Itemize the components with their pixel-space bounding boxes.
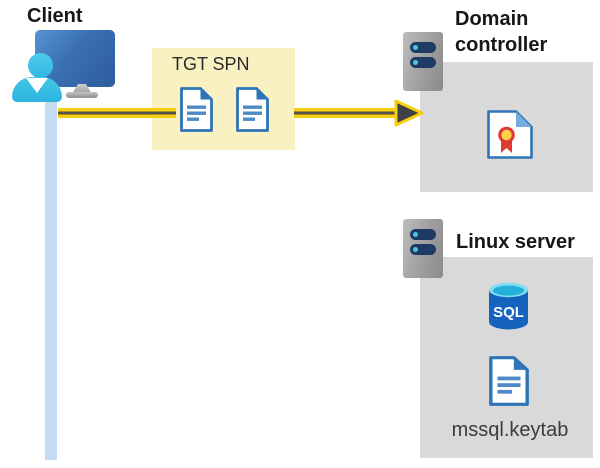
domain-controller-title: Domain controller (455, 8, 548, 56)
monitor-stand (72, 84, 92, 94)
certificate-icon (487, 110, 533, 159)
linux-server-title: Linux server (456, 231, 575, 253)
spn-document-icon (236, 87, 269, 132)
token-box (152, 48, 295, 150)
request-arrow-head (294, 99, 424, 127)
server-icon (403, 219, 443, 278)
sql-label: SQL (493, 304, 524, 321)
request-arrow-shaft (58, 108, 176, 118)
server-icon (403, 32, 443, 91)
keytab-document-icon (489, 356, 529, 406)
sql-database-icon: SQL (489, 282, 528, 330)
tgt-label: TGT (172, 54, 208, 74)
client-title: Client (27, 5, 83, 27)
spn-label: SPN (212, 54, 250, 74)
tgt-document-icon (180, 87, 213, 132)
user-icon (28, 53, 53, 78)
monitor-stand-base (66, 92, 98, 98)
keytab-file-label: mssql.keytab (451, 419, 569, 441)
client-timeline-bar (45, 86, 57, 460)
